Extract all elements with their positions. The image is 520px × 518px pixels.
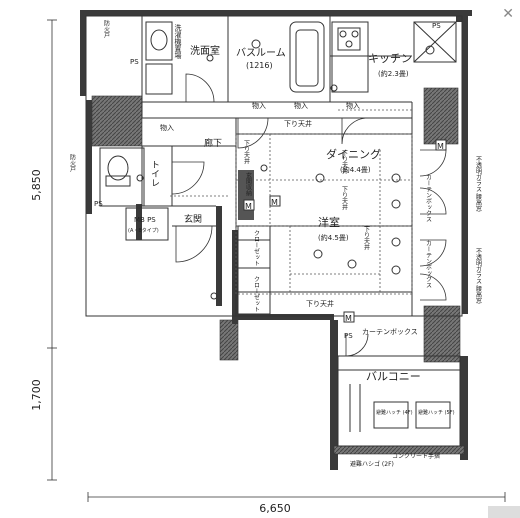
meter-label-1: M	[437, 142, 444, 151]
concrete-rail-label: コンクリート手摺	[392, 452, 440, 460]
room-balcony: バルコニー	[366, 370, 421, 383]
ceiling-label-5: 下り天井	[363, 226, 370, 251]
room-dining-area: (約4.4畳)	[340, 165, 371, 174]
ceiling-label-1: 下り天井	[284, 119, 312, 128]
closet-label-1: クローゼット	[253, 230, 260, 266]
room-kitchen-area: (約2.3畳)	[378, 69, 409, 78]
ps-label-left: PS	[94, 200, 103, 208]
room-washroom: 洗面室	[190, 44, 220, 57]
room-corridor: 廊下	[204, 137, 222, 149]
meter-box-4	[269, 195, 281, 207]
partitions	[85, 15, 463, 447]
mb-ps-sublabel: (A・Bタイプ)	[128, 227, 159, 234]
meter-label-2: M	[245, 202, 252, 211]
dimension-width-total: 6,650	[259, 502, 291, 515]
frosted-glass-label-2: 不透明ガラス 腰高窓	[475, 248, 482, 304]
laundry-label: 洗濯機置場	[174, 23, 182, 60]
ceiling-lines	[170, 109, 413, 295]
meter-label-3: M	[345, 314, 352, 323]
frosted-glass-label-1: 不透明ガラス 腰高窓	[475, 156, 482, 212]
room-dining: ダイニング	[326, 147, 381, 161]
room-toilet: トイレ	[149, 160, 160, 187]
room-western-area: (約4.5畳)	[318, 233, 349, 242]
ps-label-bottom: PS	[344, 332, 353, 340]
fire-door-label-2: 防火戸	[69, 153, 76, 173]
ceiling-label-4: 下り天井	[341, 186, 348, 211]
room-bathroom: バスルーム	[236, 47, 286, 59]
ps-label-top-left: PS	[130, 58, 139, 66]
walls	[80, 10, 472, 470]
curtain-box-label-bottom: カーテンボックス	[362, 328, 418, 336]
room-kitchen: キッチン	[368, 52, 412, 65]
storage-label-3: 物入	[294, 101, 308, 110]
escape-hatch-label-2: 避難ハッチ (5F)	[418, 409, 455, 416]
closet-label-2: クローゼット	[253, 276, 260, 312]
dimension-lines	[47, 19, 506, 502]
escape-hatch-label: 避難ハッチ (4F)	[376, 409, 413, 416]
close-icon[interactable]: ✕	[502, 6, 514, 22]
ceiling-label-2: 下り天井	[306, 299, 334, 308]
doors	[171, 73, 447, 357]
storage-label-2: 物入	[252, 101, 266, 110]
room-bathroom-size: (1216)	[246, 61, 273, 70]
ceiling-label-6: 下り天井	[341, 150, 348, 175]
ps-label-top-right: PS	[432, 22, 441, 30]
ceiling-label-3: 下り天井	[243, 140, 250, 165]
meter-box-1	[435, 139, 447, 151]
room-western: 洋室	[318, 215, 340, 229]
escape-hatch-5f	[415, 401, 451, 429]
room-entrance-storage: 玄関収納	[245, 171, 252, 197]
escape-ladder-label: 避難ハシゴ (2F)	[350, 460, 394, 468]
meter-box-2	[243, 199, 255, 211]
dimension-height-main: 5,850	[30, 169, 43, 201]
fixture-markers	[136, 39, 435, 300]
meter-box-3	[343, 311, 355, 323]
fire-door-label-1: 防火戸	[103, 19, 110, 39]
storage-label-1: 物入	[160, 123, 174, 132]
room-entrance: 玄関	[184, 213, 202, 225]
corner-tab	[488, 506, 520, 518]
dimension-height-balcony: 1,700	[30, 379, 43, 411]
escape-hatch-4f	[373, 401, 409, 429]
curtain-box-label-2: カーテンボックス	[425, 240, 432, 288]
curtain-box-label-1: カーテンボックス	[425, 174, 432, 222]
storage-label-4: 物入	[346, 101, 360, 110]
mb-ps-label: MB PS	[134, 216, 156, 224]
meter-label-4: M	[271, 198, 278, 207]
